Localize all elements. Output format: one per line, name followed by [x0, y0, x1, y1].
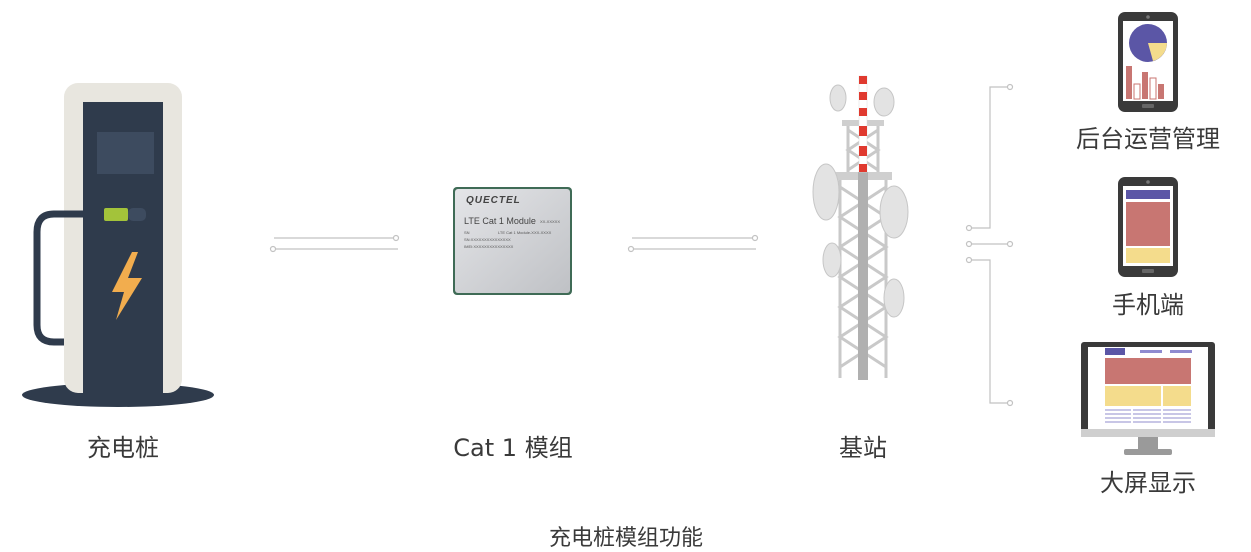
cell-tower-icon [812, 75, 909, 380]
smartphone-app-icon [1118, 177, 1178, 277]
display-label: 大屏显示 [1100, 469, 1196, 497]
chip-brand: QUECTEL [466, 195, 521, 206]
module-label: Cat 1 模组 [453, 434, 573, 462]
smartphone-dashboard-icon [1118, 12, 1178, 112]
diagram-caption: 充电桩模组功能 [548, 526, 703, 551]
chip-line3: SN:XXXXXXXXXXXXXXX [464, 237, 511, 242]
base-station-label: 基站 [839, 434, 887, 462]
chip-line1: LTE Cat 1 Module [464, 216, 536, 226]
mobile-label: 手机端 [1112, 291, 1184, 319]
chip-line2-prefix: SN [464, 230, 470, 235]
monitor-icon [1081, 342, 1215, 455]
chip-line2: LTE Cat 1 Module-XXX-XXXX [498, 230, 552, 235]
backend-label: 后台运营管理 [1076, 125, 1220, 153]
chip-line4: IMEI:XXXXXXXXXXXXXXX [464, 244, 514, 249]
lte-module-chip-icon: QUECTEL LTE Cat 1 Module XX-XXXXX SN LTE… [452, 186, 573, 296]
chip-line1-code: XX-XXXXX [540, 219, 561, 224]
charging-station-icon [22, 83, 214, 407]
charger-label: 充电桩 [87, 434, 159, 462]
